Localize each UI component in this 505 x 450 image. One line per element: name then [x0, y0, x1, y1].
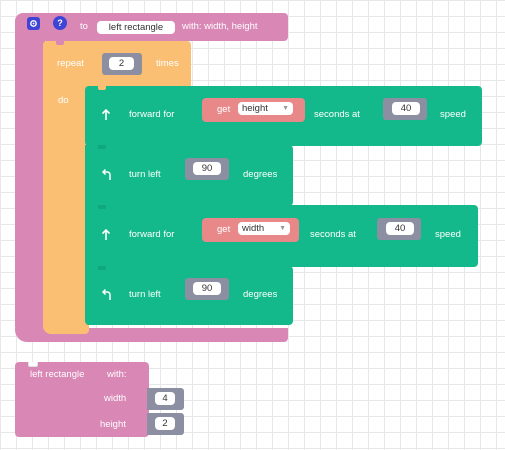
width-arg-field[interactable]: 4	[155, 392, 175, 405]
procedure-params-label: with: width, height	[182, 21, 258, 32]
turn-left-icon	[100, 168, 114, 182]
degrees-field-2[interactable]: 90	[193, 282, 221, 295]
repeat-do-label: do	[58, 95, 69, 106]
degrees-label-1: degrees	[243, 169, 278, 180]
call-width-label: width	[104, 393, 127, 404]
call-with-label: with:	[107, 369, 127, 380]
forward-height-notch	[98, 86, 106, 90]
width-param-dropdown[interactable]: width ▼	[238, 222, 290, 235]
turn-left-notch-2	[98, 266, 106, 270]
height-arg-field[interactable]: 2	[155, 417, 175, 430]
arrow-up-icon	[100, 108, 112, 122]
width-param-value: width	[242, 223, 265, 234]
repeat-times-label: times	[156, 58, 179, 69]
repeat-notch	[56, 41, 64, 45]
speed-label-2: speed	[435, 229, 461, 240]
get-width-label: get	[217, 224, 231, 235]
turn-left-label-2: turn left	[129, 289, 161, 300]
procedure-to-label: to	[80, 21, 88, 32]
chevron-down-icon: ▼	[279, 225, 286, 232]
help-icon[interactable]: ?	[53, 16, 67, 30]
speed-field-2[interactable]: 40	[386, 222, 414, 235]
forward-width-label: forward for	[129, 229, 175, 240]
procedure-body-arm	[15, 38, 45, 338]
seconds-at-label-1: seconds at	[314, 109, 360, 120]
height-param-dropdown[interactable]: height ▼	[238, 102, 293, 115]
seconds-at-label-2: seconds at	[310, 229, 356, 240]
gear-icon[interactable]	[27, 17, 40, 30]
height-param-value: height	[242, 103, 268, 114]
procedure-name-field[interactable]: left rectangle	[97, 21, 175, 34]
turn-left-notch-1	[98, 145, 106, 149]
turn-left-icon	[100, 288, 114, 302]
arrow-up-icon	[100, 228, 112, 242]
get-height-label: get	[217, 104, 231, 115]
call-block-notch	[28, 362, 38, 367]
speed-field-1[interactable]: 40	[392, 102, 420, 115]
turn-left-label-1: turn left	[129, 169, 161, 180]
degrees-field-1[interactable]: 90	[193, 162, 221, 175]
forward-width-notch	[98, 205, 106, 209]
call-height-label: height	[100, 419, 126, 430]
repeat-label: repeat	[57, 58, 84, 69]
procedure-call-block[interactable]	[15, 362, 149, 437]
call-title-label: left rectangle	[30, 369, 85, 380]
repeat-body-arm	[43, 84, 89, 334]
forward-height-label: forward for	[129, 109, 175, 120]
degrees-label-2: degrees	[243, 289, 278, 300]
speed-label-1: speed	[440, 109, 466, 120]
chevron-down-icon: ▼	[282, 105, 289, 112]
repeat-count-field[interactable]: 2	[109, 57, 134, 70]
